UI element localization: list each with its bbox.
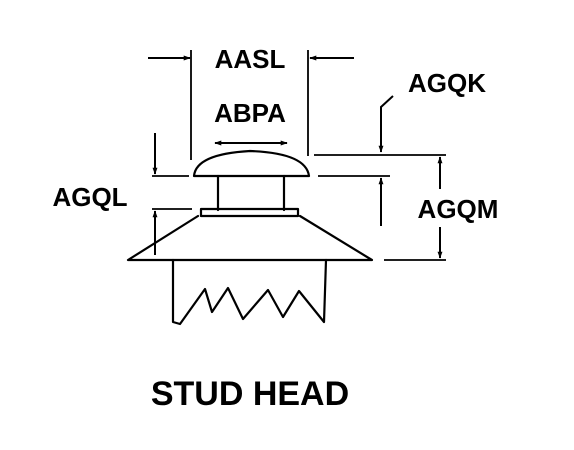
agqk-leader: [378, 95, 394, 153]
label-aasl: AASL: [215, 44, 286, 74]
stud-flange: [126, 214, 374, 262]
label-agqm: AGQM: [418, 194, 499, 224]
label-agqk: AGQK: [408, 68, 486, 98]
stud-cap-dome: [192, 149, 311, 178]
label-agql: AGQL: [52, 182, 127, 212]
stud-collar: [199, 207, 300, 218]
stud-neck: [216, 174, 286, 212]
diagram-title: STUD HEAD: [151, 375, 349, 413]
stud-lower-body: [171, 258, 328, 326]
label-abpa: ABPA: [214, 98, 286, 128]
